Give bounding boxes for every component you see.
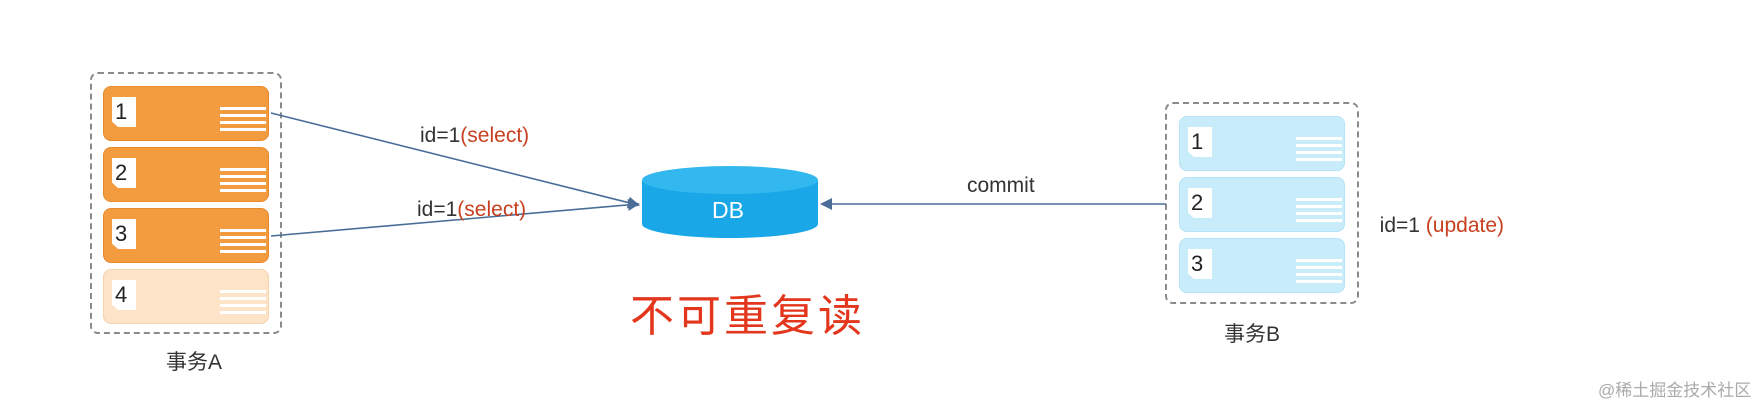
transaction-b-row-3: 3 bbox=[1179, 238, 1345, 293]
row-number: 2 bbox=[1188, 188, 1212, 218]
select-label-1: id=1(select) bbox=[420, 124, 529, 148]
row-number: 3 bbox=[112, 219, 136, 249]
update-label-op: (update) bbox=[1425, 214, 1505, 237]
select-label-2-prefix: id=1 bbox=[417, 198, 458, 221]
commit-label: commit bbox=[967, 174, 1035, 197]
transaction-b-caption: 事务B bbox=[1224, 323, 1281, 346]
lines-icon bbox=[220, 229, 266, 253]
transaction-b-row-1: 1 bbox=[1179, 116, 1345, 171]
select-label-2: id=1(select) bbox=[417, 198, 526, 222]
lines-icon bbox=[1296, 198, 1342, 222]
row-number: 3 bbox=[1188, 249, 1212, 279]
lines-icon bbox=[220, 107, 266, 131]
row-number: 1 bbox=[1188, 127, 1212, 157]
select-label-1-op: (select) bbox=[460, 124, 530, 147]
lines-icon bbox=[1296, 137, 1342, 161]
transaction-a-row-1: 1 bbox=[103, 86, 269, 141]
db-label: DB bbox=[712, 197, 744, 223]
transaction-a-row-3: 3 bbox=[103, 208, 269, 263]
diagram-title: 不可重复读 bbox=[630, 291, 865, 342]
select-label-1-prefix: id=1 bbox=[420, 124, 461, 147]
lines-icon bbox=[220, 290, 266, 314]
update-label-prefix: id=1 bbox=[1379, 214, 1426, 237]
row-number: 2 bbox=[112, 158, 136, 188]
watermark: @稀土掘金技术社区 bbox=[1598, 381, 1752, 400]
transaction-a-caption: 事务A bbox=[166, 351, 223, 374]
row-number: 4 bbox=[112, 280, 136, 310]
transaction-b-box bbox=[1165, 102, 1359, 304]
lines-icon bbox=[220, 168, 266, 192]
transaction-a-row-4: 4 bbox=[103, 269, 269, 324]
select-arrow-2 bbox=[270, 198, 640, 237]
row-number: 1 bbox=[112, 97, 136, 127]
lines-icon bbox=[1296, 259, 1342, 283]
transaction-a-row-2: 2 bbox=[103, 147, 269, 202]
transaction-b-row-2: 2 bbox=[1179, 177, 1345, 232]
select-arrow-1 bbox=[270, 112, 640, 209]
select-label-2-op: (select) bbox=[457, 198, 527, 221]
db-cylinder-icon bbox=[642, 166, 818, 238]
transaction-a-box bbox=[90, 72, 282, 334]
update-label: id=1 (update) bbox=[1368, 190, 1504, 238]
